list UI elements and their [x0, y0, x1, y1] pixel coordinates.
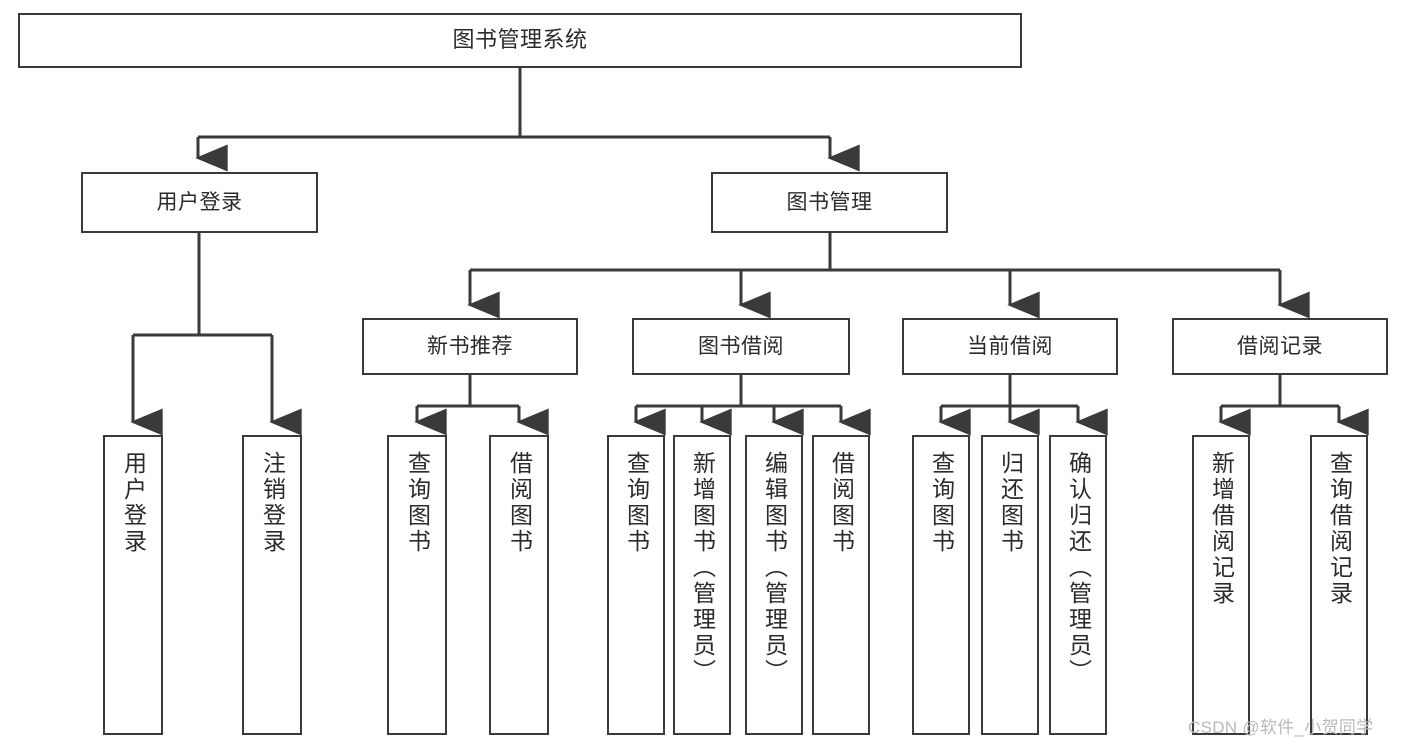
- node-label: 注销登录: [259, 451, 286, 555]
- leaf-confirm-return-admin[interactable]: 确认归还（管理员）: [1049, 435, 1107, 735]
- leaf-borrow-borrow-book[interactable]: 借阅图书: [812, 435, 870, 735]
- leaf-recommend-borrow-book[interactable]: 借阅图书: [489, 435, 549, 735]
- node-book-borrow[interactable]: 图书借阅: [632, 318, 850, 375]
- node-borrow-record[interactable]: 借阅记录: [1172, 318, 1388, 375]
- leaf-add-book-admin[interactable]: 新增图书（管理员）: [673, 435, 731, 735]
- node-label: 编辑图书（管理员）: [761, 451, 788, 685]
- watermark-text: CSDN @软件_小贺同学: [1188, 718, 1374, 737]
- node-label: 图书借阅: [698, 334, 784, 358]
- leaf-user-login[interactable]: 用户登录: [103, 435, 163, 735]
- leaf-edit-book-admin[interactable]: 编辑图书（管理员）: [745, 435, 803, 735]
- node-label: 查询图书: [928, 451, 955, 555]
- node-label: 当前借阅: [967, 334, 1053, 358]
- leaf-borrow-query-book[interactable]: 查询图书: [607, 435, 665, 735]
- node-label: 新书推荐: [427, 334, 513, 358]
- leaf-recommend-query-book[interactable]: 查询图书: [387, 435, 447, 735]
- node-label: 确认归还（管理员）: [1065, 451, 1092, 685]
- node-label: 查询借阅记录: [1326, 451, 1353, 607]
- leaf-return-book[interactable]: 归还图书: [981, 435, 1039, 735]
- node-user-login[interactable]: 用户登录: [81, 172, 318, 233]
- node-label: 用户登录: [156, 190, 243, 214]
- node-label: 归还图书: [997, 451, 1024, 555]
- node-label: 借阅记录: [1237, 334, 1323, 358]
- node-label: 新增借阅记录: [1208, 451, 1235, 607]
- node-label: 借阅图书: [506, 451, 533, 555]
- leaf-logout-login[interactable]: 注销登录: [242, 435, 302, 735]
- node-book-management[interactable]: 图书管理: [711, 172, 948, 233]
- leaf-current-query-book[interactable]: 查询图书: [912, 435, 970, 735]
- leaf-query-borrow-record[interactable]: 查询借阅记录: [1310, 435, 1368, 735]
- node-root-book-management-system[interactable]: 图书管理系统: [18, 13, 1022, 68]
- node-new-book-recommend[interactable]: 新书推荐: [362, 318, 578, 375]
- node-label: 新增图书（管理员）: [689, 451, 716, 685]
- node-current-borrow[interactable]: 当前借阅: [902, 318, 1118, 375]
- node-label: 查询图书: [404, 451, 431, 555]
- node-label: 图书管理系统: [452, 27, 588, 53]
- leaf-add-borrow-record[interactable]: 新增借阅记录: [1192, 435, 1250, 735]
- node-label: 查询图书: [623, 451, 650, 555]
- node-label: 用户登录: [120, 451, 147, 555]
- node-label: 图书管理: [786, 190, 873, 214]
- node-label: 借阅图书: [828, 451, 855, 555]
